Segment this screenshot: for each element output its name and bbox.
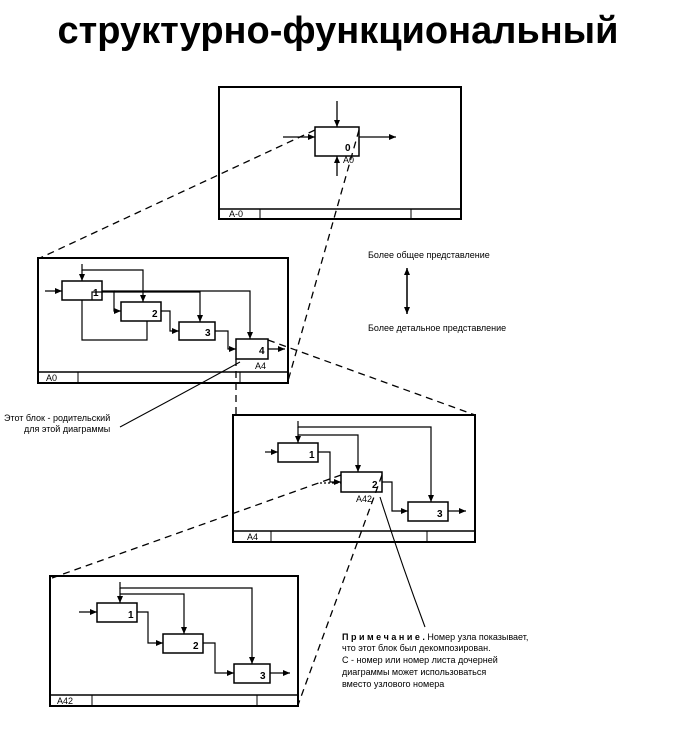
- box-node-label: A0: [343, 155, 354, 165]
- note-line: что этот блок был декомпозирован.: [342, 643, 491, 653]
- diagram-a4: A4 1 2 A42 3: [232, 414, 476, 543]
- node-label: A42: [57, 696, 73, 706]
- diagram-frame: [37, 257, 289, 384]
- annotation-line: для этой диаграммы: [24, 424, 110, 434]
- node-label: A0: [46, 373, 57, 383]
- box-number: 2: [193, 641, 199, 652]
- diagram-a0: A0 1 2 3 4 A4: [37, 257, 289, 384]
- note-line: диаграммы может использоваться: [342, 667, 486, 677]
- box-number: 2: [372, 480, 378, 491]
- diagram-a-0: A-0 0 A0: [218, 86, 462, 220]
- box-number: 3: [260, 671, 266, 682]
- note-line: вместо узлового номера: [342, 679, 444, 689]
- legend-detailed: Более детальное представление: [368, 323, 506, 333]
- diagram-a42: A42 1 2 3: [49, 575, 299, 707]
- box-node-label: A42: [356, 494, 372, 504]
- box-number: 0: [345, 143, 351, 154]
- box-node-label: A4: [255, 361, 266, 371]
- parent-annotation: Этот блок - родительский для этой диагра…: [4, 361, 241, 434]
- box-number: 4: [259, 346, 265, 357]
- diagram-frame: [49, 575, 299, 707]
- box-number: 1: [93, 288, 99, 299]
- box-number: 3: [205, 328, 211, 339]
- note-line: П р и м е ч а н и е . Номер узла показыв…: [342, 632, 528, 642]
- box-0: [314, 126, 360, 157]
- diagram-frame: [232, 414, 476, 543]
- legend-general: Более общее представление: [368, 250, 490, 260]
- legend: Более общее представление Более детально…: [368, 250, 506, 333]
- box-number: 2: [152, 309, 158, 320]
- box-number: 1: [309, 450, 315, 461]
- page-title: структурно-функциональный: [57, 10, 619, 52]
- diagram-frame: [218, 86, 462, 220]
- note-line: С - номер или номер листа дочерней: [342, 655, 498, 665]
- note-annotation: П р и м е ч а н и е . Номер узла показыв…: [342, 496, 528, 689]
- annotation-line: Этот блок - родительский: [4, 413, 110, 423]
- box-number: 3: [437, 509, 443, 520]
- node-label: A4: [247, 532, 258, 542]
- box-number: 1: [128, 610, 134, 621]
- node-label: A-0: [229, 209, 243, 219]
